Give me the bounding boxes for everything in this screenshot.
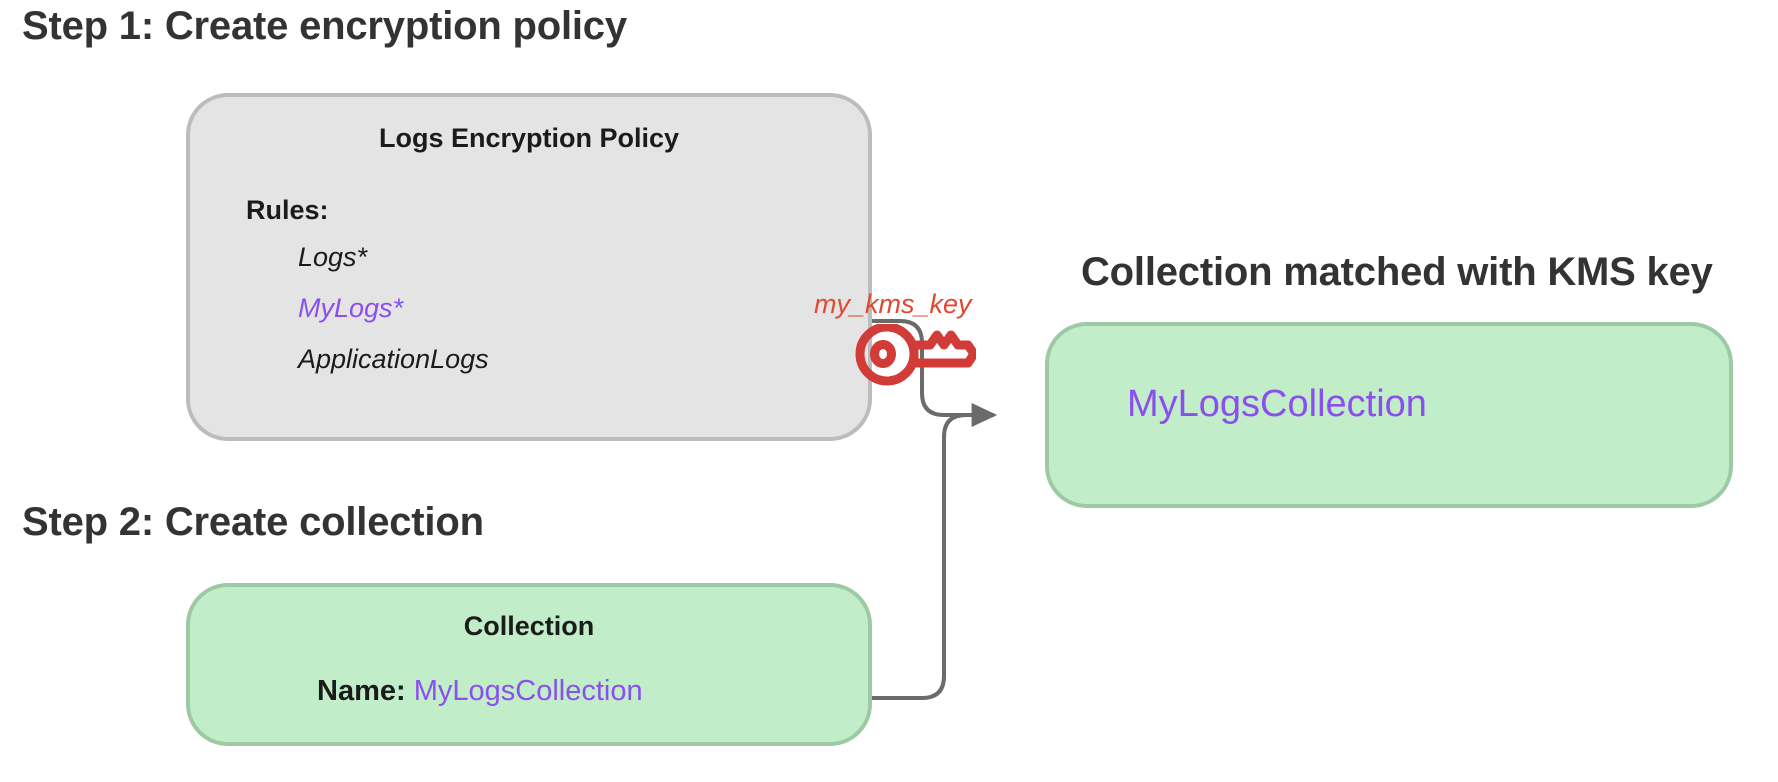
collection-box-title: Collection	[463, 611, 595, 641]
rule-item-logs: Logs*	[298, 242, 368, 272]
rules-label: Rules:	[246, 195, 329, 225]
policy-kms-key-label: my_kms_key	[814, 289, 972, 319]
step-1-heading: Step 1: Create encryption policy	[22, 4, 627, 48]
policy-box-title: Logs Encryption Policy	[378, 123, 680, 153]
result-heading: Collection matched with KMS key	[1081, 250, 1713, 294]
rule-item-applicationlogs: ApplicationLogs	[298, 344, 489, 374]
collection-box: Collection Name: MyLogsCollection	[186, 583, 872, 746]
step-2-heading: Step 2: Create collection	[22, 500, 484, 544]
key-icon	[852, 322, 979, 401]
collection-name-row: Name: MyLogsCollection	[317, 675, 643, 708]
collection-name-label: Name:	[317, 675, 406, 707]
collection-name-value: MyLogsCollection	[413, 675, 643, 707]
matched-collection-box: MyLogsCollection my_kms_key	[1045, 322, 1733, 508]
rule-item-mylogs: MyLogs*	[298, 293, 404, 323]
logs-encryption-policy-box: Logs Encryption Policy Rules: Logs* MyLo…	[186, 93, 979, 441]
matched-collection-name: MyLogsCollection	[1127, 383, 1427, 425]
